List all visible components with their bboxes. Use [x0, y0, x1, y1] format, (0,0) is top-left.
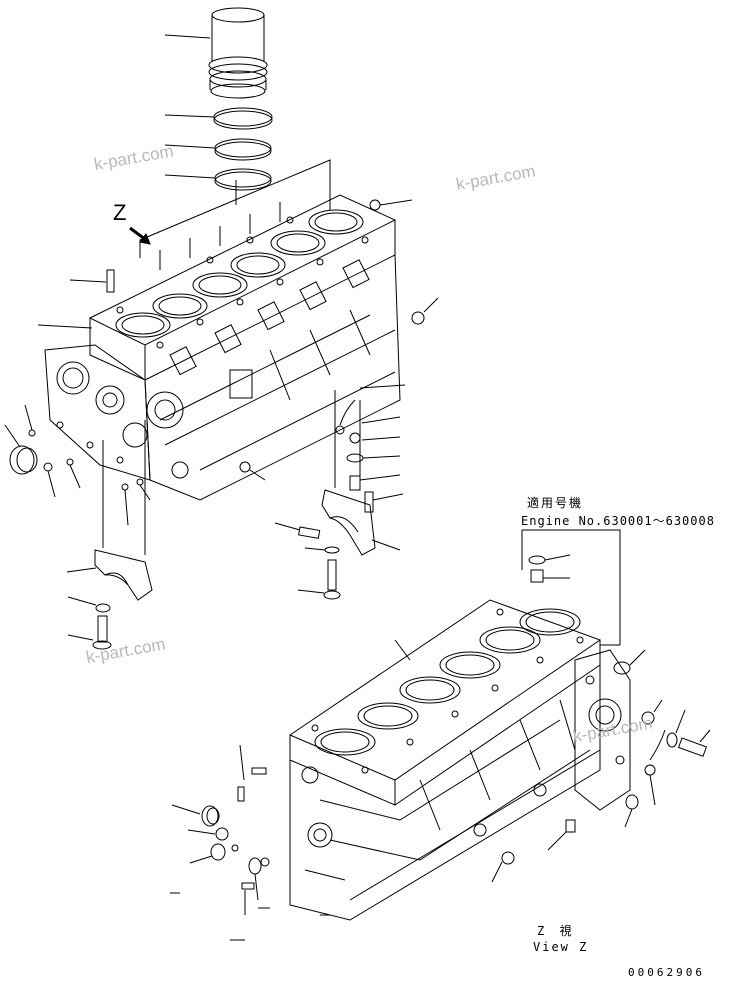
applicability-title: 適用号機 [527, 496, 584, 510]
main-bearing-cap-left [66, 420, 153, 650]
cylinder-liner [164, 7, 268, 99]
o-ring-set [164, 107, 273, 191]
lower-cylinder-block [288, 599, 631, 921]
bore-leader-bracket [139, 159, 331, 270]
upper-hardware-callouts [4, 199, 439, 526]
view-caption-jp: Z 視 [537, 924, 576, 938]
view-z-arrow [129, 226, 151, 245]
lower-hardware-callouts [170, 639, 711, 941]
drawing-number: 00062906 [628, 966, 705, 979]
applicability-bracket [521, 529, 621, 646]
engine-range-label: Engine No.630001～630008 [521, 514, 715, 528]
view-caption-en: View Z [533, 940, 589, 954]
view-marker-label: Z [113, 200, 127, 225]
main-bearing-cap-right [274, 390, 401, 600]
upper-cylinder-block [44, 194, 401, 501]
